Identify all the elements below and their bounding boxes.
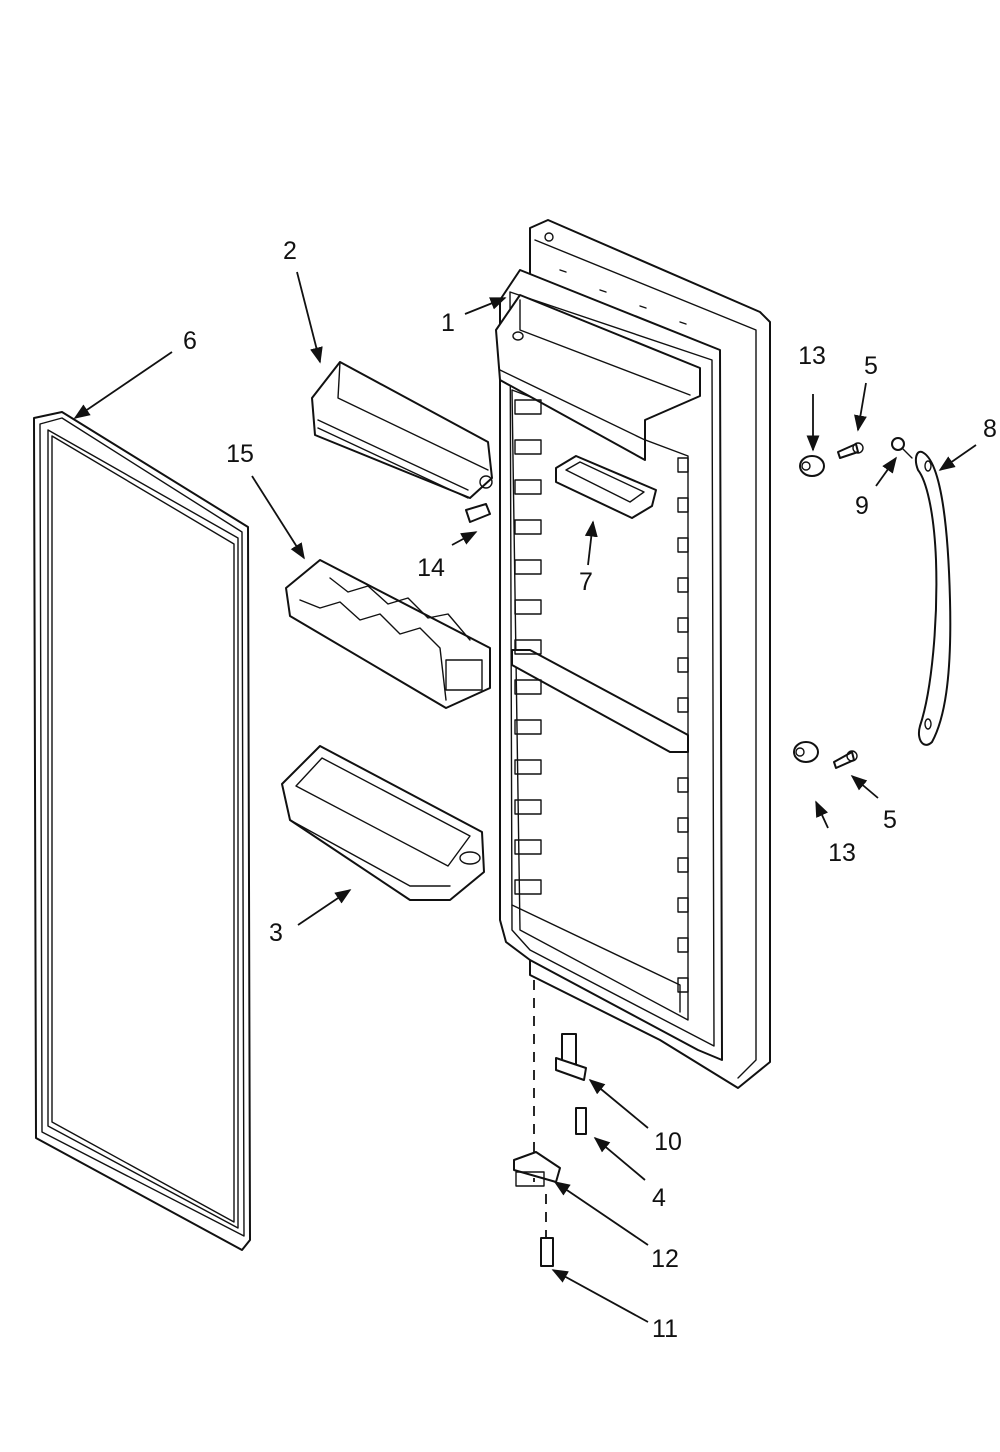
hinge-bracket-screw-part bbox=[540, 1237, 554, 1267]
leader-arrows bbox=[73, 271, 977, 1323]
handle-spacer-lower-part bbox=[793, 741, 819, 763]
egg-tray-part bbox=[285, 559, 491, 709]
callout-5-upper: 5 bbox=[864, 352, 878, 380]
utility-bin-part bbox=[555, 455, 657, 519]
left-shelf-supports bbox=[514, 399, 542, 895]
right-shelf-supports bbox=[677, 457, 689, 993]
callout-12: 12 bbox=[651, 1245, 679, 1273]
callout-1: 1 bbox=[441, 309, 455, 337]
callout-5-lower: 5 bbox=[883, 806, 897, 834]
callout-labels: 1 2 3 4 5 5 6 7 8 9 10 11 12 13 13 14 15 bbox=[183, 237, 997, 1343]
callout-9: 9 bbox=[855, 492, 869, 520]
door-bin-part bbox=[281, 745, 485, 901]
callout-7: 7 bbox=[579, 568, 593, 596]
dairy-pin-part bbox=[465, 503, 491, 523]
handle-screw-upper-part bbox=[837, 442, 864, 459]
door-assembly-part bbox=[495, 219, 771, 1089]
callout-3: 3 bbox=[269, 919, 283, 947]
callout-11: 11 bbox=[652, 1315, 678, 1343]
handle-spacer-upper-part bbox=[799, 455, 825, 477]
hinge-bracket-part bbox=[513, 1151, 561, 1187]
callout-6: 6 bbox=[183, 327, 197, 355]
callout-2: 2 bbox=[283, 237, 297, 265]
callout-13-upper: 13 bbox=[798, 342, 826, 370]
hinge-pin-part bbox=[555, 1033, 587, 1081]
callout-8: 8 bbox=[983, 415, 997, 443]
hinge-screw-part bbox=[575, 1107, 587, 1135]
handle-screw-small-part bbox=[891, 437, 913, 459]
callout-14: 14 bbox=[417, 554, 445, 582]
door-edge-marks bbox=[559, 269, 687, 325]
callout-4: 4 bbox=[652, 1184, 666, 1212]
callout-13-lower: 13 bbox=[828, 839, 856, 867]
door-gasket-part bbox=[33, 411, 251, 1251]
dairy-door-part bbox=[311, 361, 493, 499]
door-handle-part bbox=[914, 450, 952, 746]
handle-screw-lower-part bbox=[833, 750, 858, 769]
callout-10: 10 bbox=[654, 1128, 682, 1156]
callout-15: 15 bbox=[226, 440, 254, 468]
